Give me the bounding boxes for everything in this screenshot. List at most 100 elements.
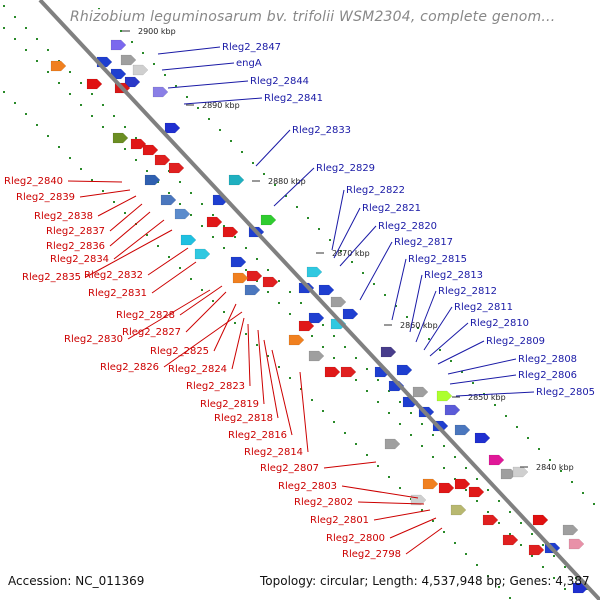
scale-tick-label: 2890 kbp xyxy=(202,101,240,110)
tick-dot xyxy=(80,82,82,84)
tick-dot xyxy=(223,247,225,249)
tick-dot xyxy=(322,410,324,412)
gene-label-forward[interactable]: Rleg2_2808 xyxy=(518,354,577,365)
tick-dot xyxy=(399,487,401,489)
gene-feature xyxy=(308,350,325,362)
gene-feature xyxy=(230,256,247,268)
tick-dot xyxy=(146,234,148,236)
gene-label-forward[interactable]: engA xyxy=(236,58,262,69)
tick-dot xyxy=(164,74,166,76)
tick-dot xyxy=(472,382,474,384)
gene-label-forward[interactable]: Rleg2_2809 xyxy=(486,336,545,347)
gene-label-reverse[interactable]: Rleg2_2830 xyxy=(64,334,123,345)
gene-label-forward[interactable]: Rleg2_2829 xyxy=(316,163,375,174)
gene-label-forward[interactable]: Rleg2_2806 xyxy=(518,370,577,381)
tick-dot xyxy=(223,311,225,313)
tick-dot xyxy=(399,423,401,425)
tick-dot xyxy=(300,388,302,390)
tick-dot xyxy=(516,426,518,428)
gene-label-reverse[interactable]: Rleg2_2818 xyxy=(214,413,273,424)
gene-label-reverse[interactable]: Rleg2_2798 xyxy=(342,549,401,560)
tick-dot xyxy=(124,212,126,214)
gene-label-reverse[interactable]: Rleg2_2807 xyxy=(260,463,319,474)
gene-label-reverse[interactable]: Rleg2_2826 xyxy=(100,362,159,373)
gene-label-reverse[interactable]: Rleg2_2838 xyxy=(34,211,93,222)
gene-label-reverse[interactable]: Rleg2_2832 xyxy=(84,270,143,281)
gene-label-forward[interactable]: Rleg2_2812 xyxy=(438,286,497,297)
tick-dot xyxy=(80,104,82,106)
tick-dot xyxy=(531,533,533,535)
gene-label-forward[interactable]: Rleg2_2817 xyxy=(394,237,453,248)
tick-dot xyxy=(157,245,159,247)
tick-dot xyxy=(219,129,221,131)
gene-label-reverse[interactable]: Rleg2_2801 xyxy=(310,515,369,526)
gene-label-forward[interactable]: Rleg2_2805 xyxy=(536,387,595,398)
gene-label-reverse[interactable]: Rleg2_2839 xyxy=(16,192,75,203)
tick-dot xyxy=(410,412,412,414)
tick-dot xyxy=(542,566,544,568)
gene-label-reverse[interactable]: Rleg2_2836 xyxy=(46,241,105,252)
gene-label-forward[interactable]: Rleg2_2841 xyxy=(264,93,323,104)
tick-dot xyxy=(300,302,302,304)
tick-dot xyxy=(377,379,379,381)
gene-label-reverse[interactable]: Rleg2_2802 xyxy=(294,497,353,508)
gene-feature xyxy=(222,226,239,238)
tick-dot xyxy=(186,96,188,98)
reverse-label-connector xyxy=(79,189,131,198)
gene-label-reverse[interactable]: Rleg2_2816 xyxy=(228,430,287,441)
tick-dot xyxy=(285,195,287,197)
gene-feature xyxy=(152,86,169,98)
tick-dot xyxy=(564,588,566,590)
gene-label-forward[interactable]: Rleg2_2815 xyxy=(408,254,467,265)
gene-label-forward[interactable]: Rleg2_2822 xyxy=(346,185,405,196)
tick-dot xyxy=(322,346,324,348)
tick-dot xyxy=(201,203,203,205)
gene-label-forward[interactable]: Rleg2_2847 xyxy=(222,42,281,53)
tick-dot xyxy=(329,239,331,241)
gene-label-reverse[interactable]: Rleg2_2803 xyxy=(278,481,337,492)
tick-dot xyxy=(465,489,467,491)
forward-label-connector xyxy=(455,391,535,397)
gene-label-forward[interactable]: Rleg2_2844 xyxy=(250,76,309,87)
tick-dot xyxy=(487,511,489,513)
gene-label-reverse[interactable]: Rleg2_2834 xyxy=(50,254,109,265)
gene-label-forward[interactable]: Rleg2_2810 xyxy=(470,318,529,329)
tick-dot xyxy=(3,5,5,7)
gene-feature xyxy=(318,284,335,296)
gene-label-reverse[interactable]: Rleg2_2825 xyxy=(150,346,209,357)
gene-label-forward[interactable]: Rleg2_2820 xyxy=(378,221,437,232)
forward-label-connector xyxy=(437,340,485,365)
gene-feature xyxy=(120,54,137,66)
gene-label-forward[interactable]: Rleg2_2813 xyxy=(424,270,483,281)
gene-label-forward[interactable]: Rleg2_2821 xyxy=(362,203,421,214)
gene-label-reverse[interactable]: Rleg2_2837 xyxy=(46,226,105,237)
gene-feature xyxy=(154,154,171,166)
gene-label-reverse[interactable]: Rleg2_2835 xyxy=(22,272,81,283)
tick-dot xyxy=(461,371,463,373)
tick-dot xyxy=(223,225,225,227)
tick-dot xyxy=(278,280,280,282)
tick-dot xyxy=(366,454,368,456)
tick-dot xyxy=(135,159,137,161)
gene-label-reverse[interactable]: Rleg2_2800 xyxy=(326,533,385,544)
tick-dot xyxy=(575,577,577,579)
gene-label-forward[interactable]: Rleg2_2833 xyxy=(292,125,351,136)
tick-dot xyxy=(520,522,522,524)
tick-dot xyxy=(432,456,434,458)
gene-label-reverse[interactable]: Rleg2_2828 xyxy=(116,310,175,321)
gene-label-reverse[interactable]: Rleg2_2819 xyxy=(200,399,259,410)
reverse-label-connector xyxy=(151,261,197,294)
gene-label-reverse[interactable]: Rleg2_2824 xyxy=(168,364,227,375)
tick-dot xyxy=(351,261,353,263)
gene-label-reverse[interactable]: Rleg2_2840 xyxy=(4,176,63,187)
gene-label-forward[interactable]: Rleg2_2811 xyxy=(454,302,513,313)
reverse-label-connector xyxy=(85,229,173,278)
forward-label-connector xyxy=(255,129,291,167)
gene-label-reverse[interactable]: Rleg2_2823 xyxy=(186,381,245,392)
gene-label-reverse[interactable]: Rleg2_2831 xyxy=(88,288,147,299)
gene-label-reverse[interactable]: Rleg2_2814 xyxy=(244,447,303,458)
gene-label-reverse[interactable]: Rleg2_2827 xyxy=(122,327,181,338)
gene-feature xyxy=(168,162,185,174)
gene-feature xyxy=(244,284,261,296)
